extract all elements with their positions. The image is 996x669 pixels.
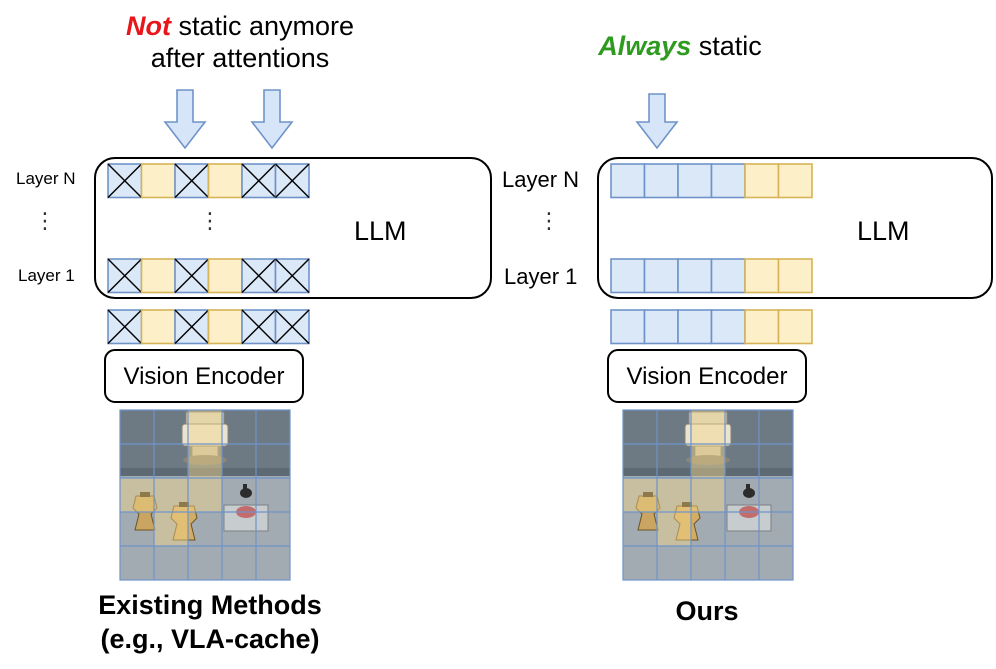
static-token xyxy=(677,163,713,199)
dynamic-token xyxy=(140,258,176,294)
cross-mark xyxy=(275,258,310,293)
left-token-row-layer-n xyxy=(107,163,310,199)
right-vertical-ellipsis: ⋮ xyxy=(538,209,560,234)
right-layer-1-label: Layer 1 xyxy=(504,264,578,289)
right-header-rest: static xyxy=(698,31,762,61)
static-token xyxy=(677,309,713,345)
dynamic-token xyxy=(744,163,780,199)
left-header-line2: after attentions xyxy=(150,43,330,73)
right-scene-image xyxy=(622,409,794,581)
left-arrow-2 xyxy=(250,89,294,150)
cross-mark xyxy=(107,309,142,344)
static-token xyxy=(677,258,713,294)
cross-mark xyxy=(275,163,310,198)
right-token-row-encoder-output xyxy=(610,309,813,345)
right-llm-label: LLM xyxy=(857,216,910,246)
left-token-ellipsis: ⋮ xyxy=(199,209,221,234)
cross-mark xyxy=(174,163,209,198)
dynamic-token xyxy=(207,258,243,294)
left-header-emphasis: Not xyxy=(125,11,171,41)
static-token xyxy=(610,309,646,345)
dynamic-token xyxy=(140,309,176,345)
right-token-row-layer-n xyxy=(610,163,813,199)
static-token xyxy=(643,258,679,294)
static-token xyxy=(610,258,646,294)
cross-mark xyxy=(174,258,209,293)
right-layer-n-label: Layer N xyxy=(502,167,580,192)
left-vertical-ellipsis: ⋮ xyxy=(34,209,56,234)
left-layer-1-label: Layer 1 xyxy=(18,266,75,285)
left-header: Not static anymore after attentions xyxy=(105,10,375,74)
left-layer-n-label: Layer N xyxy=(16,169,76,188)
static-token xyxy=(710,163,746,199)
right-header-emphasis: Always xyxy=(598,31,692,61)
cross-mark xyxy=(275,309,310,344)
static-token xyxy=(710,258,746,294)
cross-mark xyxy=(107,258,142,293)
static-token xyxy=(610,163,646,199)
left-token-row-layer-1 xyxy=(107,258,310,294)
dynamic-token xyxy=(777,163,813,199)
cross-mark xyxy=(174,309,209,344)
cross-mark xyxy=(241,258,276,293)
left-token-row-encoder-output xyxy=(107,309,310,345)
left-caption-line2: (e.g., VLA-cache) xyxy=(100,624,320,654)
right-token-row-layer-1 xyxy=(610,258,813,294)
right-vision-encoder-label: Vision Encoder xyxy=(626,363,788,390)
dynamic-token xyxy=(207,163,243,199)
dynamic-token xyxy=(744,309,780,345)
dynamic-token xyxy=(207,309,243,345)
left-vision-encoder-label: Vision Encoder xyxy=(123,363,285,390)
cross-mark xyxy=(241,163,276,198)
dynamic-token xyxy=(777,258,813,294)
dynamic-token xyxy=(140,163,176,199)
left-caption: Existing Methods (e.g., VLA-cache) xyxy=(40,588,380,656)
static-token xyxy=(643,309,679,345)
left-vision-encoder-box xyxy=(104,349,304,403)
left-llm-box xyxy=(94,157,492,299)
right-caption: Ours xyxy=(675,596,739,626)
right-header: Always static xyxy=(560,30,800,62)
static-token xyxy=(643,163,679,199)
left-caption-line1: Existing Methods xyxy=(98,590,322,620)
left-scene-image xyxy=(119,409,291,581)
right-arrow xyxy=(635,93,679,150)
left-arrow-1 xyxy=(163,89,207,150)
cross-mark xyxy=(107,163,142,198)
right-vision-encoder-box xyxy=(607,349,807,403)
right-llm-box xyxy=(597,157,993,299)
dynamic-token xyxy=(777,309,813,345)
dynamic-token xyxy=(744,258,780,294)
left-llm-label: LLM xyxy=(354,216,407,246)
left-header-rest: static anymore xyxy=(178,11,355,41)
static-token xyxy=(710,309,746,345)
cross-mark xyxy=(241,309,276,344)
